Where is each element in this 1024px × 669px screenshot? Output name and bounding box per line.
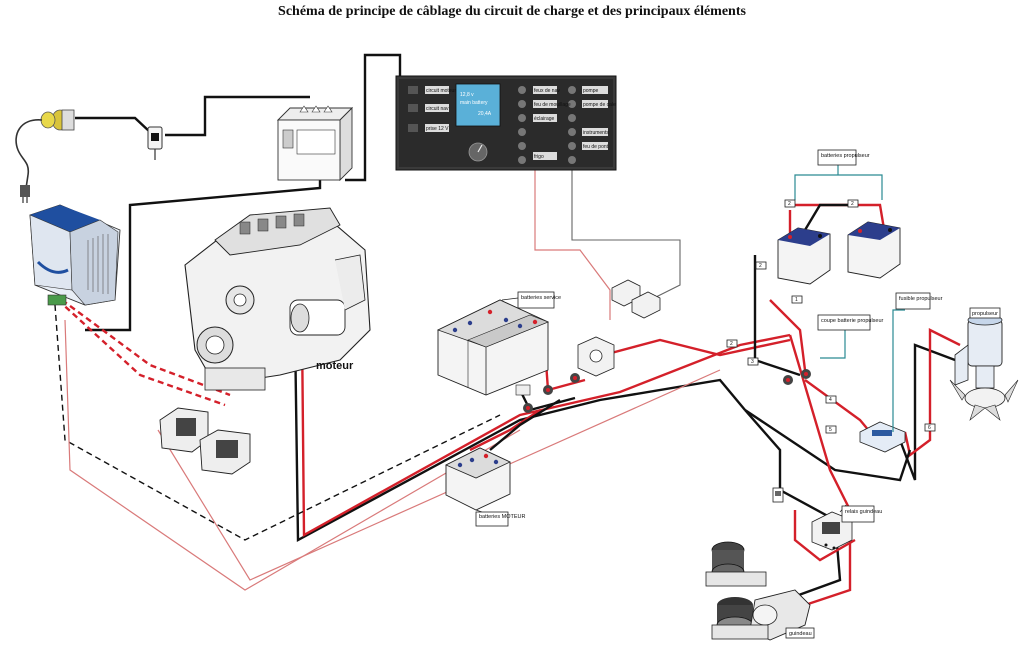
motor-battery-icon <box>445 447 511 511</box>
wire-shore-to-fuse <box>75 116 151 133</box>
battery-charger-icon <box>29 204 121 306</box>
wire-thruster-black-lower <box>744 409 912 482</box>
callout-relais-guindeau: relais guindeau <box>839 504 882 523</box>
callout-batteries-moteur: batteries MOTEUR <box>475 509 525 527</box>
label-pompe-de-cale: pompe de cale <box>583 102 616 108</box>
label-instruments: instruments <box>583 130 609 136</box>
bow-thruster-icon <box>949 314 1019 421</box>
wire-relay-loop <box>793 510 856 562</box>
thruster-battery-cutoff-icon <box>783 369 811 385</box>
junction-block-icon <box>611 279 661 319</box>
wire-panel-to-charger <box>85 175 322 332</box>
label-fusible-propulseur: fusible propulseur <box>899 296 943 302</box>
wire-lower-loop-inner <box>157 369 721 581</box>
callout-coupe-batterie-propulseur: coupe batterie propulseur <box>817 314 884 359</box>
switchboard-panel: circuit moteur circuit nav prise 12 V 12… <box>395 75 617 171</box>
battery-monitor-display: 12,8 v main battery 20,4A <box>455 83 501 162</box>
battery-switch-icon <box>515 336 615 413</box>
wire-switchboard-red-thin <box>534 168 611 320</box>
thruster-batteries-icon <box>777 221 901 285</box>
wire-lower-loop-outer <box>64 319 521 591</box>
wire-tag: 2 <box>759 263 762 269</box>
label-circuit-nav: circuit nav <box>426 106 449 112</box>
wire-motor-black-main <box>293 329 746 542</box>
wire-tag: 2 <box>730 341 733 347</box>
wire-fuse-to-panel <box>165 95 310 137</box>
callout-fusible-propulseur: fusible propulseur <box>892 292 943 432</box>
ac-breaker-panel-icon <box>276 105 354 182</box>
label-moteur: moteur <box>316 360 354 372</box>
shore-fuse-icon <box>147 126 163 160</box>
shore-power-plug-icon <box>15 109 75 203</box>
label-guindeau: guindeau <box>789 631 812 637</box>
wire-charger-dashed-red-2 <box>57 299 226 407</box>
label-feux-de-nav: feux de nav <box>534 88 560 94</box>
wire-thruster-to-coupe <box>769 299 807 371</box>
label-batteries-service: batteries service <box>521 295 561 301</box>
wire-coupe-to-fuse <box>804 379 871 433</box>
switchboard-left-switches: circuit moteur circuit nav prise 12 V <box>408 86 456 132</box>
wire-tag: 6 <box>928 425 931 431</box>
wire-tag: 1 <box>795 297 798 303</box>
wire-tag: 5 <box>829 427 832 433</box>
label-relais-guindeau: relais guindeau <box>845 509 882 515</box>
wire-thruster-batt-black-2 <box>803 203 850 231</box>
display-current: 20,4A <box>478 111 492 117</box>
label-feu-de-pont: feu de pont <box>583 144 609 150</box>
label-batteries-moteur: batteries MOTEUR <box>479 514 525 520</box>
wire-fuse-to-thruster-black <box>898 343 956 481</box>
callout-guindeau: guindeau <box>785 627 815 639</box>
label-frigo: frigo <box>534 154 544 160</box>
windlass-switch-icon <box>772 487 784 503</box>
label-eclairage: éclairage <box>534 116 555 122</box>
label-circuit-moteur: circuit moteur <box>426 88 456 94</box>
wire-fuse-to-thruster-red <box>903 328 961 458</box>
wire-switchboard-grey-thin <box>571 168 681 301</box>
charge-splitter-icon <box>159 407 251 475</box>
wire-panel-to-switchboard <box>345 53 402 182</box>
wire-tag: 3 <box>751 359 754 365</box>
callout-batteries-propulseur: batteries propulseur <box>794 149 883 200</box>
wire-charger-dashed-black <box>54 304 501 541</box>
label-prise-12v: prise 12 V <box>426 126 449 132</box>
wire-tag: 2 <box>788 201 791 207</box>
wire-to-coupe <box>584 338 791 362</box>
wire-motor-battery-red <box>469 409 541 452</box>
wire-windlass-black <box>744 409 842 602</box>
callout-batteries-service: batteries service <box>501 291 561 309</box>
display-battery-name: main battery <box>460 100 488 106</box>
wires-layer <box>54 53 961 612</box>
wire-tags: 2 2 2 1 2 3 4 5 6 <box>726 199 936 434</box>
wire-motor-battery-black <box>489 398 561 451</box>
callout-propulseur: propulseur <box>969 307 1001 319</box>
label-feu-de-mouillage: feu de mouillage <box>534 102 571 108</box>
label-pompe: pompe <box>583 88 599 94</box>
wire-motor-red-main <box>300 329 791 538</box>
thruster-fuse-icon <box>859 421 906 453</box>
switchboard-right-breakers: feux de nav feu de mouillage éclairage f… <box>518 86 616 164</box>
switch-label-circuit-moteur <box>425 86 449 94</box>
wire-windlass-red <box>788 334 852 612</box>
display-voltage: 12,8 v <box>460 92 474 98</box>
engine-icon <box>184 207 371 391</box>
label-propulseur: propulseur <box>972 311 998 317</box>
label-batteries-propulseur: batteries propulseur <box>821 153 870 159</box>
diagram-title: Schéma de principe de câblage du circuit… <box>278 4 746 19</box>
wire-tag: 4 <box>829 397 832 403</box>
service-batteries-icon <box>436 299 550 396</box>
label-coupe-batterie-propulseur: coupe batterie propulseur <box>821 318 884 324</box>
windlass-icon <box>705 541 811 641</box>
wire-tag: 2 <box>851 201 854 207</box>
